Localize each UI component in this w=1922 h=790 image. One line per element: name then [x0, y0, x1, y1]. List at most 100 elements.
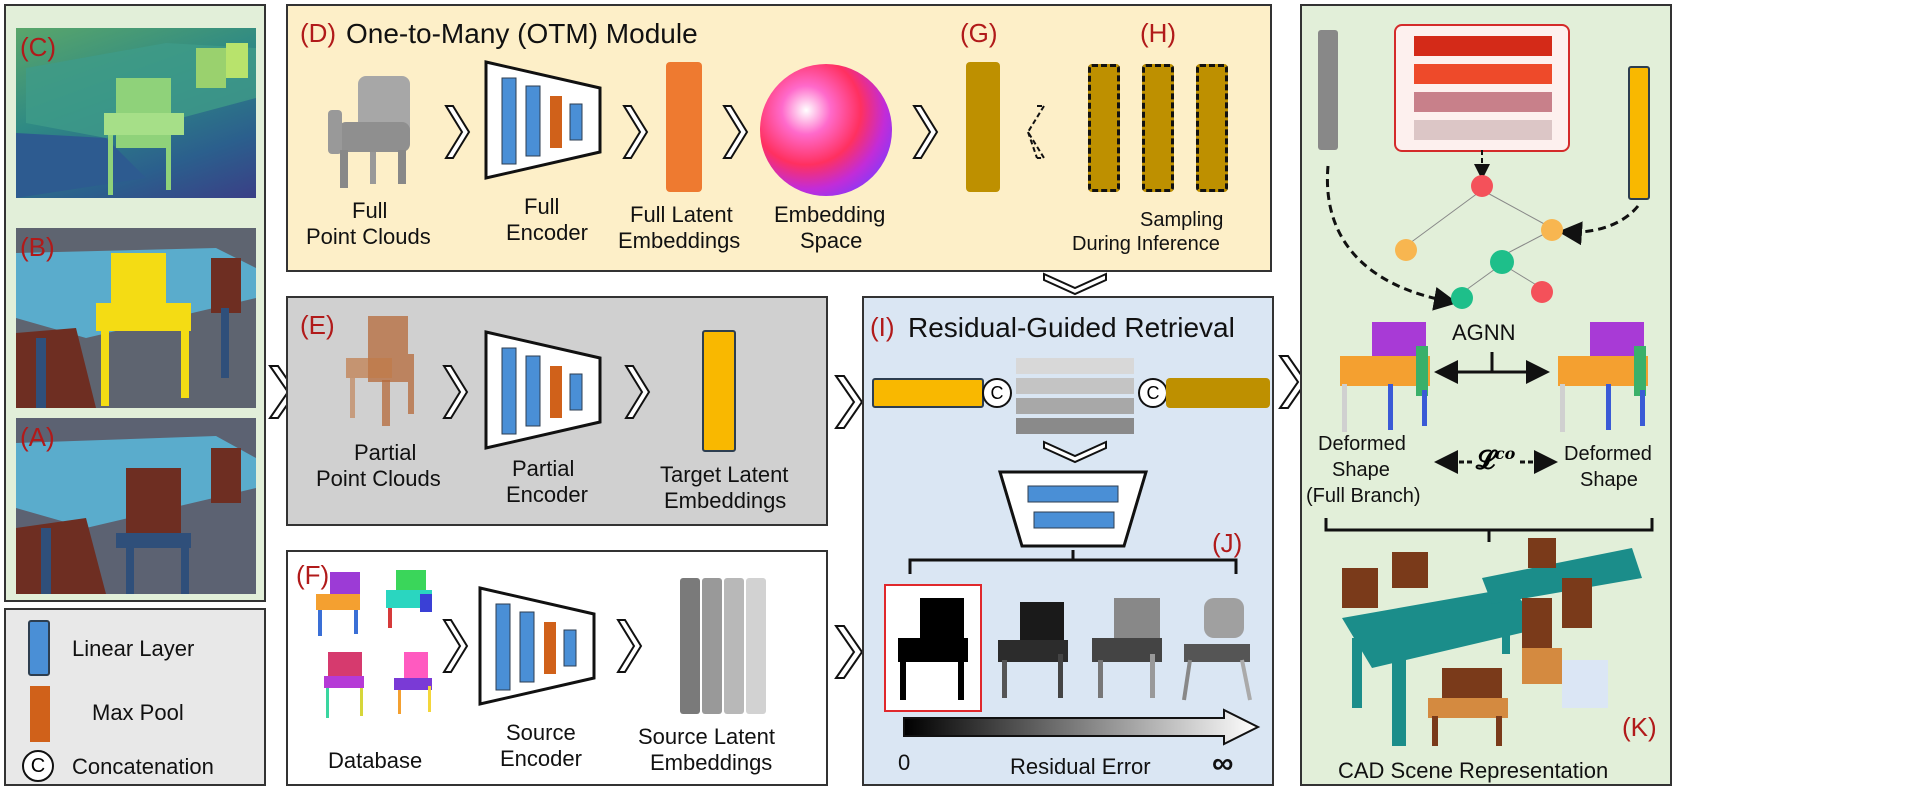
loss-main: 𝓛 [1476, 445, 1495, 476]
loss-symbol: 𝓛co [1476, 444, 1515, 477]
cap-embedding-space-2: Space [800, 228, 863, 253]
agnn-label: AGNN [1452, 320, 1516, 345]
residual-error-axis [903, 708, 1261, 746]
legend-maxpool-swatch [30, 686, 50, 742]
legend-panel: Linear Layer Max Pool C Concatenation [4, 608, 266, 786]
cap-full-point-clouds-1: Full [352, 198, 388, 223]
label-j: (J) [1212, 528, 1243, 558]
agnn-graph [1325, 150, 1640, 311]
chevron-icon [722, 105, 749, 159]
retrieval-encoder [997, 470, 1149, 548]
label-d: (D) [300, 18, 337, 48]
residual-bar-2 [1016, 378, 1134, 394]
legend-linear-swatch [28, 620, 50, 676]
label-h: (H) [1140, 18, 1177, 48]
axis-end: ∞ [1212, 747, 1234, 780]
down-chevron-icon [1043, 272, 1107, 296]
axis-label: Residual Error [1010, 754, 1151, 779]
full-point-cloud-chair [328, 76, 410, 188]
cap-source-encoder-1: Source [506, 720, 576, 745]
cap-full-latent-1: Full Latent [630, 202, 733, 227]
gray-embedding-bar [1318, 30, 1338, 150]
source-embedding-horizontal [1166, 378, 1270, 408]
label-e: (E) [300, 310, 335, 340]
chevron-icon [624, 365, 651, 419]
deformed-left-1: Deformed [1318, 433, 1406, 455]
chevron-icon [442, 365, 469, 419]
label-i: (I) [870, 312, 895, 342]
partial-point-cloud-chair [346, 316, 414, 426]
concat-symbol-right-text: C [1146, 383, 1160, 403]
database-branch-panel: (F) Database Source Encoder Source [286, 550, 828, 786]
scene-label: CAD Scene Representation [1338, 758, 1609, 783]
legend-maxpool-label: Max Pool [92, 700, 184, 725]
cap-partial-points-2: Point Clouds [316, 466, 441, 491]
sampled-embedding-dashed-1 [1088, 64, 1120, 192]
depth-scene-shapes [16, 43, 256, 198]
arrow-partial-to-retrieval [834, 375, 864, 429]
rgb-scene-shapes [16, 436, 256, 594]
residual-bar-3 [1016, 398, 1134, 414]
retrieval-panel: (I) Residual-Guided Retrieval C C (J) [862, 296, 1274, 786]
cap-partial-encoder-1: Partial [512, 456, 575, 481]
feature-row-1 [1414, 36, 1552, 56]
chevron-icon [912, 105, 939, 159]
retrieved-chair-3 [1092, 598, 1162, 698]
cad-scene [1342, 538, 1642, 746]
cap-full-latent-2: Embeddings [618, 228, 741, 253]
cap-target-latent-1: Target Latent [660, 462, 789, 487]
embedding-space-sphere [760, 64, 892, 196]
cap-full-point-clouds-2: Point Clouds [306, 224, 431, 249]
ranking-bracket [908, 550, 1238, 574]
deformed-shape [1558, 322, 1648, 432]
deformed-left-3: (Full Branch) [1306, 485, 1421, 507]
cap-target-latent-2: Embeddings [664, 488, 787, 513]
sampled-embedding-dashed-3 [1196, 64, 1228, 192]
label-c: (C) [20, 32, 57, 62]
sampled-embedding-dashed-2 [1142, 64, 1174, 192]
deformed-left-2: Shape [1332, 459, 1390, 481]
retrieved-chair-4 [1182, 598, 1252, 701]
cap-source-encoder-2: Encoder [500, 746, 582, 771]
agnn-scene-panel: AGNN Deformed Shape (Full Branch) [1300, 4, 1672, 786]
scene-bracket [1324, 518, 1654, 542]
retrieved-chair-2 [998, 602, 1068, 698]
sampled-embedding-bar [966, 62, 1000, 192]
full-latent-embedding-bar [666, 62, 702, 192]
chevron-icon [622, 105, 649, 159]
label-b: (B) [20, 232, 55, 262]
deformed-right-1: Deformed [1564, 443, 1652, 465]
depth-image [16, 28, 256, 198]
chevron-icon [444, 105, 471, 159]
source-embedding-bar-4 [746, 578, 766, 714]
source-embedding-bar-1 [680, 578, 700, 714]
arrow-database-to-retrieval [834, 625, 864, 679]
source-embedding-bar-3 [724, 578, 744, 714]
source-encoder [478, 586, 596, 706]
legend-concat-symbol: C [22, 750, 54, 782]
loss-arrow [1434, 450, 1558, 474]
segmented-scene-shapes [16, 248, 256, 408]
cap-sampling-2: During Inference [1072, 233, 1220, 255]
cap-sampling-1: Sampling [1140, 209, 1224, 231]
target-latent-embedding-bar [702, 330, 736, 452]
feature-row-4 [1414, 120, 1552, 140]
rgb-image [16, 418, 256, 594]
dashed-chevron-icon [1026, 105, 1046, 159]
label-g: (G) [960, 18, 998, 48]
down-chevron-icon [1043, 440, 1107, 464]
source-embedding-bar-2 [702, 578, 722, 714]
deformed-shape-full-branch [1340, 322, 1430, 432]
input-views-panel: (C) (B) (A) [4, 4, 266, 602]
loss-sup: co [1494, 444, 1516, 463]
database-chairs [316, 570, 432, 718]
label-a: (A) [20, 422, 55, 452]
cap-source-latent-2: Embeddings [650, 750, 773, 775]
feature-row-2 [1414, 64, 1552, 84]
cap-database: Database [328, 748, 423, 773]
legend-concat-label: Concatenation [72, 754, 214, 779]
legend-concat-symbol-text: C [30, 755, 46, 777]
concat-symbol-right: C [1138, 378, 1168, 408]
cap-partial-points-1: Partial [354, 440, 417, 465]
retrieval-title: Residual-Guided Retrieval [908, 312, 1235, 343]
